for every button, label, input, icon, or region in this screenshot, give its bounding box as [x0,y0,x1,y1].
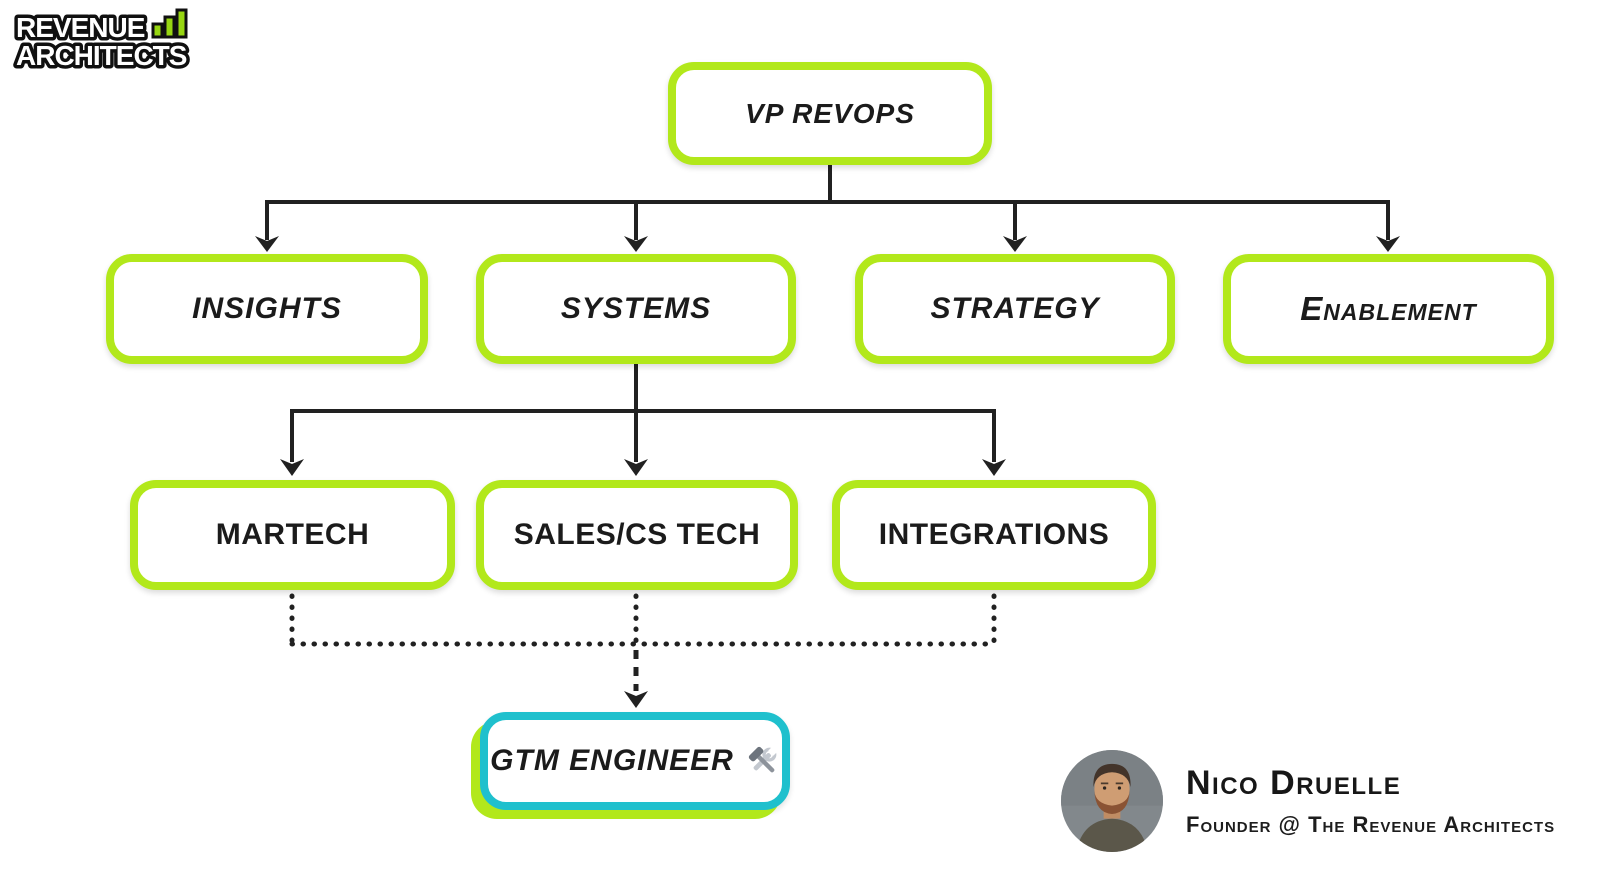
node-systems: SYSTEMS [476,254,796,364]
hammer-wrench-icon [748,746,778,773]
node-sales-cs-tech: SALES/CS TECH [476,480,798,590]
node-label: Enablement [1300,290,1477,327]
bar-chart-icon [151,8,188,39]
node-martech: MARTECH [130,480,455,590]
node-label: INTEGRATIONS [878,518,1110,551]
node-label: VP REVOPS [745,97,915,129]
person-title: Founder @ The Revenue Architects [1186,812,1556,837]
dotted-edges [289,593,997,647]
node-label: INSIGHTS [192,292,342,325]
person-name: Nico Druelle [1186,764,1402,802]
avatar-photo [1061,750,1163,852]
node-strategy: STRATEGY [855,254,1175,364]
node-label: STRATEGY [930,292,1100,325]
node-insights: INSIGHTS [106,254,428,364]
node-integrations: INTEGRATIONS [832,480,1156,590]
logo-line1: REVENUE [16,12,145,43]
node-label: GTM ENGINEER [490,744,734,777]
node-label: MARTECH [215,518,370,551]
avatar [1061,750,1163,852]
logo: REVENUE ARCHITECTS [12,6,242,79]
node-gtm-engineer: GTM ENGINEER [480,712,790,810]
node-enablement: Enablement [1223,254,1554,364]
node-label: SALES/CS TECH [513,518,761,551]
arrowheads [255,236,1400,708]
logo-line2: ARCHITECTS [16,40,187,71]
node-label: SYSTEMS [560,292,712,325]
revenue-architects-logo: REVENUE ARCHITECTS [13,8,191,75]
node-vp-revops: VP REVOPS [668,62,992,165]
